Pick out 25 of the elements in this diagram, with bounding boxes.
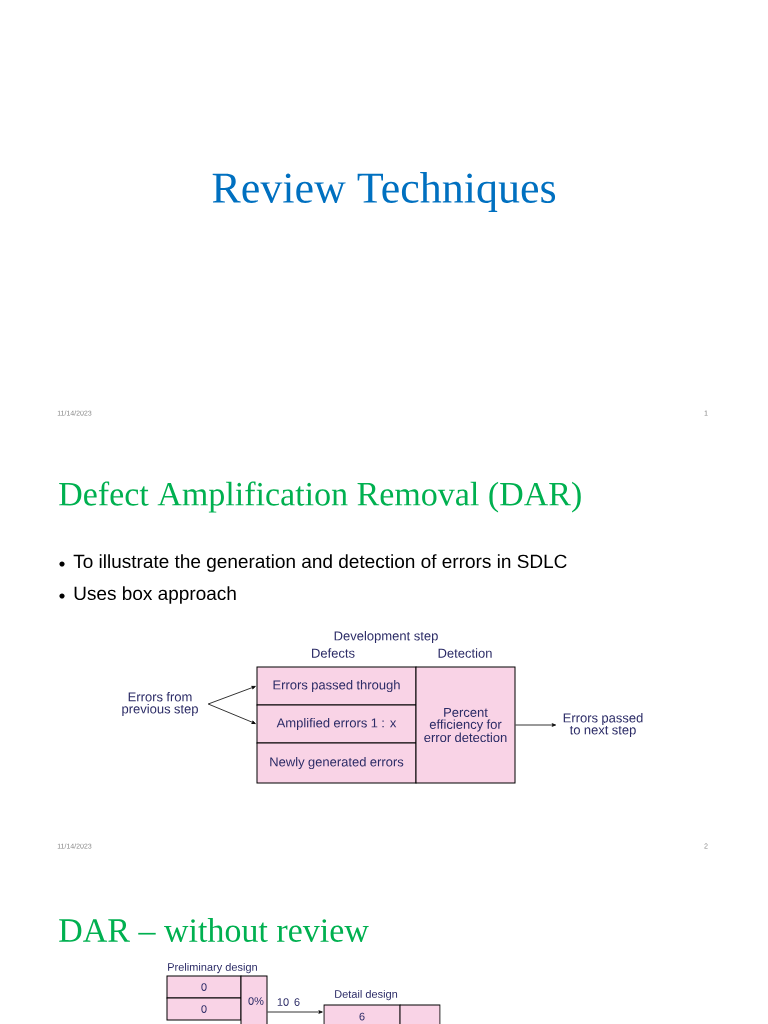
slide-title: Review Techniques — [212, 172, 556, 212]
table-cell: 0 — [166, 975, 242, 999]
table-cell: 0% — [240, 975, 268, 1024]
step-heading: Preliminary design — [168, 962, 257, 974]
table-cell: 0 — [166, 997, 242, 1021]
arrow — [207, 703, 256, 724]
table-cell: Percent efficiency for error detection — [415, 666, 516, 784]
slide-heading: Defect Amplification Removal (DAR) — [59, 481, 581, 513]
flow-text: Errors passed to next step — [563, 712, 643, 738]
table-cell: Amplified errors 1 : x — [256, 704, 417, 744]
edge-value: 10 — [277, 998, 289, 1006]
bullet-text: Uses box approach — [74, 586, 236, 604]
bullet-text: To illustrate the generation and detection of errors in SDLC — [73, 554, 567, 572]
table-cell: Errors passed through — [256, 666, 417, 706]
column-heading: Development step — [334, 630, 438, 644]
step-heading: Detail design — [335, 989, 398, 1001]
table-cell — [399, 1004, 441, 1024]
arrow — [515, 723, 557, 727]
edge-value: 6 — [294, 998, 300, 1006]
arrow — [267, 1010, 323, 1014]
arrow — [207, 686, 256, 705]
table-cell: Newly generated errors — [256, 742, 417, 784]
flow-text: Errors from previous step — [122, 691, 198, 717]
slide-heading: DAR – without review — [59, 918, 369, 942]
column-heading: Detection — [438, 648, 492, 658]
